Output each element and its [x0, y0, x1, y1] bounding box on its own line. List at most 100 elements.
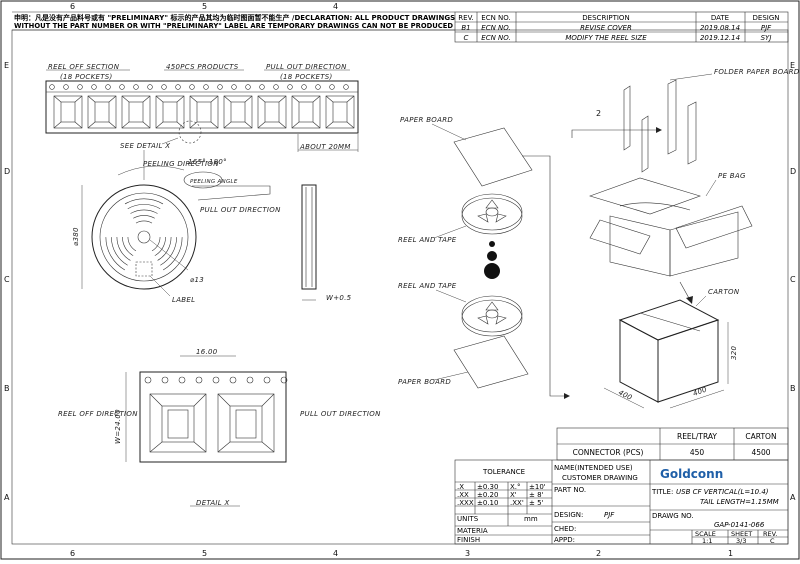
tb-tol-3c: .XX' [510, 499, 524, 507]
detail-sprocket-hole [280, 376, 288, 384]
note-cn-1: 申明：凡是没有产品料号或有 [14, 13, 105, 22]
tape-pocket [291, 95, 321, 129]
detail-x-view: 16.00 W=24.00 REEL OFF DIRECTION PULL OU… [58, 348, 381, 507]
rev-header-desc: DESCRIPTION [582, 14, 629, 22]
pocket-corner-lines [257, 95, 287, 129]
zone-left-a: A [4, 493, 10, 502]
tb-finish: FINISH [457, 536, 480, 544]
declaration-note: 申明：凡是没有产品料号或有 "PRELIMINARY" 标示的产品其均为临时图面… [14, 13, 455, 30]
rev-row1-date: 2019.08.14 [700, 24, 740, 32]
tape-pocket [189, 95, 219, 129]
zone-right-c: C [790, 275, 796, 284]
tb-name-value: CUSTOMER DRAWING [562, 474, 638, 482]
label-carton-400-w: 400 [617, 389, 634, 403]
paper-board-top [453, 127, 533, 187]
tb-tol-3d: ± 5' [529, 499, 544, 507]
label-w-plus: W+0.5 [326, 294, 352, 302]
rev-row2-ecn: ECN NO. [481, 34, 510, 42]
reel-top [461, 193, 523, 235]
quantity-table: REEL/TRAY CARTON CONNECTOR (PCS) 450 450… [556, 427, 789, 461]
tb-tol-2a: .XX [457, 491, 469, 499]
pocket-cavity [128, 101, 144, 123]
sprocket-hole [189, 84, 195, 90]
label-paper-board-bottom: PAPER BOARD [398, 378, 451, 386]
label-carton: CARTON [708, 288, 740, 296]
reel-spoke [105, 237, 137, 271]
zone-right-d: D [790, 167, 796, 176]
tb-drawg-label: DRAWG NO. [652, 512, 694, 520]
carton-box [618, 299, 720, 403]
rev-row1-ecn: ECN NO. [481, 24, 510, 32]
spoke-arc [127, 204, 161, 209]
label-paper-board-top: PAPER BOARD [400, 116, 453, 124]
pocket-corner-lines [155, 95, 185, 129]
pocket-corner-lines [325, 95, 355, 129]
dot-2 [487, 251, 497, 261]
sprocket-hole [63, 84, 69, 90]
tb-appd: APPD: [554, 536, 575, 544]
label-angle: 165°-180° [188, 158, 227, 166]
zone-bottom-6: 6 [70, 549, 75, 558]
tb-scale-label: SCALE [695, 530, 716, 538]
label-pull-out-pockets: (18 POCKETS) [280, 73, 333, 81]
tb-tol-1a: .X [457, 483, 464, 491]
qty-value-reel: 450 [690, 448, 705, 457]
sprocket-hole [161, 84, 167, 90]
rev-row2-rev: C [464, 34, 469, 42]
spoke-arc [111, 237, 128, 266]
pocket-corner-lines [53, 95, 83, 129]
tb-scale-value: 1:1 [702, 537, 712, 545]
tape-pocket [223, 95, 253, 129]
pocket-corner-lines [87, 95, 117, 129]
tb-design-label: DESIGN: [554, 511, 583, 519]
tape-pockets [53, 95, 355, 129]
open-box-pe-bag [589, 177, 753, 277]
sprocket-hole [287, 84, 293, 90]
tb-units-value: mm [524, 515, 538, 523]
label-about-20mm: ABOUT 20MM [299, 143, 351, 151]
rev-row1-desc: REVISE COVER [580, 24, 632, 32]
tb-name-label: NAME(INTENDED USE) [554, 464, 633, 472]
tb-tol-1b: ±0.30 [477, 483, 498, 491]
sprocket-hole [273, 84, 279, 90]
detail-corner-lines [217, 393, 275, 453]
pocket-corner-lines [223, 95, 253, 129]
label-reel-and-tape-2: REEL AND TAPE [398, 282, 457, 290]
spoke-arc [127, 237, 137, 252]
tape-pocket [325, 95, 355, 129]
spoke-arc [135, 220, 153, 224]
sprocket-hole [203, 84, 209, 90]
revision-table: REV. ECN NO. DESCRIPTION DATE DESIGN B1 … [454, 11, 789, 43]
qty-header-carton: CARTON [745, 432, 776, 441]
tape-pocket [87, 95, 117, 129]
rev-header-rev: REV. [458, 14, 473, 22]
qty-row-label: CONNECTOR (PCS) [573, 448, 644, 457]
sprocket-hole [217, 84, 223, 90]
paper-board-bottom [453, 335, 529, 389]
sprocket-hole [119, 84, 125, 90]
spoke-arc [116, 237, 131, 261]
rev-header-design: DESIGN [753, 14, 780, 22]
svg-text:申明：凡是没有产品料号或有 "PRELIMINA: 申明：凡是没有产品料号或有 "PRELIMINARY" 标示的产品其均为临时图面… [14, 13, 455, 22]
pocket-cavity [298, 101, 314, 123]
tb-rev-label: REV. [763, 530, 777, 538]
detail-tape [139, 371, 287, 463]
reel-label-box [135, 261, 153, 277]
detail-pockets [149, 393, 275, 453]
sprocket-hole [329, 84, 335, 90]
zone-bottom-3: 3 [465, 549, 470, 558]
detail-sprocket-hole [212, 376, 220, 384]
zone-labels: 6 5 4 6 5 4 3 2 1 2 E D C B A E D C B A [4, 2, 796, 558]
note-line-2: WITHOUT THE PART NUMBER OR WITH "PRELIMI… [14, 22, 453, 30]
tb-tol-2c: X' [510, 491, 517, 499]
detail-component [235, 409, 257, 439]
zone-top-5: 5 [202, 2, 207, 11]
tb-drawg-value: GAP-0141-066 [714, 521, 765, 529]
label-detail-reel-off: REEL OFF DIRECTION [58, 410, 138, 418]
rev-row2-date: 2019.12.14 [700, 34, 740, 42]
tb-title-label: TITLE: [651, 488, 673, 496]
detail-corner-lines [149, 393, 207, 453]
detail-sprocket-holes [144, 376, 288, 384]
